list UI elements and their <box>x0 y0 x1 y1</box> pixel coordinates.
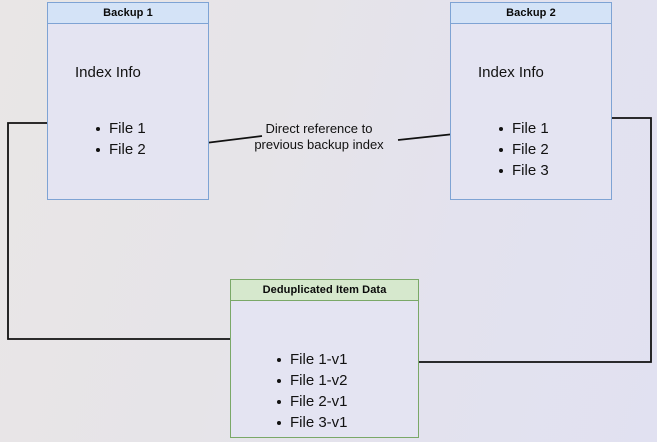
backup-1-box: Backup 1 Index Info File 1 File 2 <box>47 2 209 200</box>
deduplicated-item-data-body: File 1-v1 File 1-v2 File 2-v1 File 3-v1 <box>231 301 418 437</box>
backup-2-file-list: File 1 File 2 File 3 <box>498 118 549 181</box>
backup-1-body: Index Info File 1 File 2 <box>48 24 208 199</box>
list-item: File 3-v1 <box>276 412 348 433</box>
connector-caption-line-2: previous backup index <box>254 137 384 152</box>
list-item: File 2 <box>95 139 146 160</box>
backup-2-box: Backup 2 Index Info File 1 File 2 File 3 <box>450 2 612 200</box>
deduplicated-item-data-title: Deduplicated Item Data <box>231 280 418 301</box>
connector-caption-line-1: Direct reference to <box>265 121 373 136</box>
list-item: File 2 <box>498 139 549 160</box>
backup-1-file-list: File 1 File 2 <box>95 118 146 160</box>
list-item: File 1-v1 <box>276 349 348 370</box>
list-item: File 3 <box>498 160 549 181</box>
list-item: File 1-v2 <box>276 370 348 391</box>
backup-2-index-info-label: Index Info <box>478 64 544 81</box>
deduplicated-file-list: File 1-v1 File 1-v2 File 2-v1 File 3-v1 <box>276 349 348 433</box>
connector-caption: Direct reference to previous backup inde… <box>248 121 390 153</box>
backup-1-index-info-label: Index Info <box>75 64 141 81</box>
list-item: File 1 <box>498 118 549 139</box>
deduplicated-item-data-box: Deduplicated Item Data File 1-v1 File 1-… <box>230 279 419 438</box>
backup-1-title: Backup 1 <box>48 3 208 24</box>
list-item: File 2-v1 <box>276 391 348 412</box>
list-item: File 1 <box>95 118 146 139</box>
backup-2-body: Index Info File 1 File 2 File 3 <box>451 24 611 199</box>
backup-2-title: Backup 2 <box>451 3 611 24</box>
